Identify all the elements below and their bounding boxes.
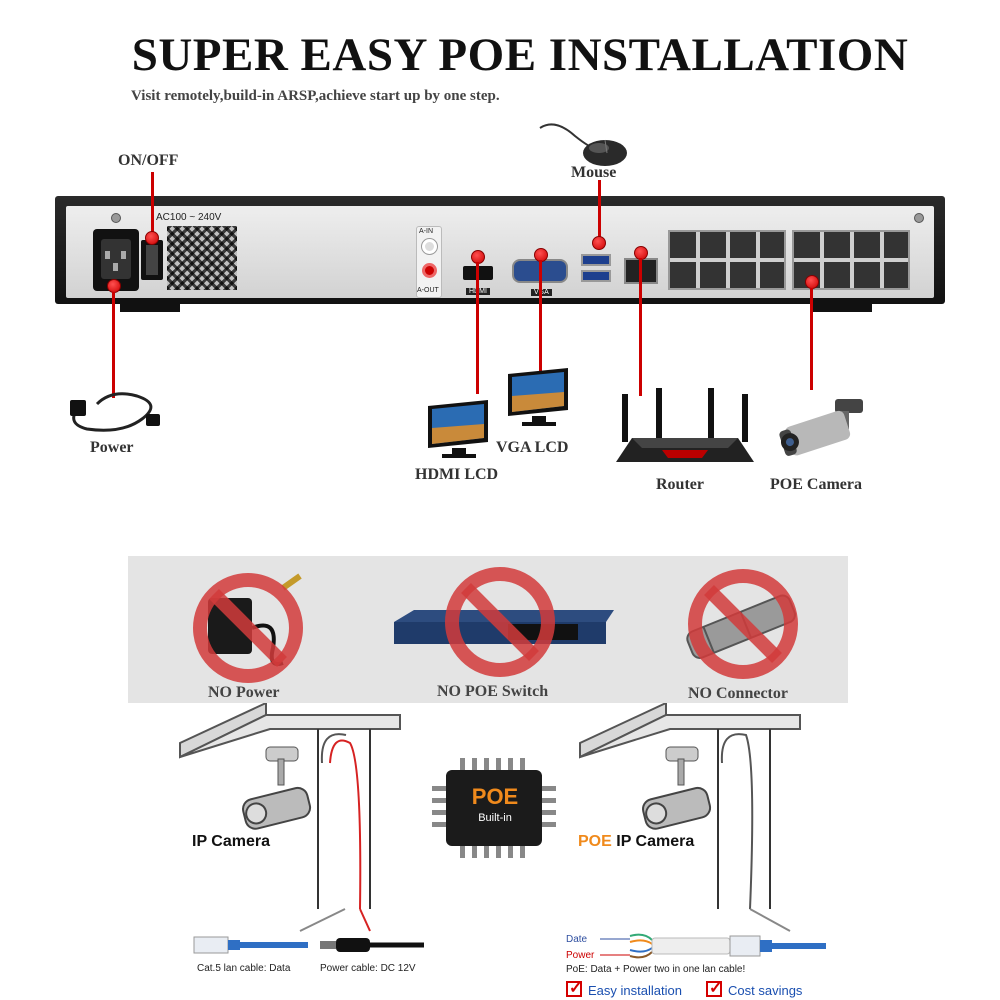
poe-chip-title: POE <box>471 784 519 809</box>
poe-note: PoE: Data + Power two in one lan cable! <box>566 964 746 975</box>
no-power-adapter-icon <box>193 573 303 683</box>
vga-lcd-label: VGA LCD <box>496 439 569 456</box>
router-icon <box>616 388 754 462</box>
usb-port-2 <box>581 270 611 282</box>
no-power-label: NO Power <box>208 684 280 701</box>
cost-savings-label: Cost savings <box>728 983 803 998</box>
poe-lan-cable-icon <box>600 933 826 959</box>
hdmi-lcd-label: HDMI LCD <box>415 466 499 483</box>
screw-icon <box>914 213 924 223</box>
checkbox-easy-installation: ✓ <box>566 980 582 997</box>
page-title: SUPER EASY POE INSTALLATION <box>131 29 909 81</box>
hdmi-monitor-icon <box>428 400 488 458</box>
poe-ip-camera-rest: IP Camera <box>611 833 695 850</box>
no-poe-switch-icon <box>394 567 614 677</box>
vent-grille <box>167 226 237 290</box>
power-rating: AC100 ~ 240V <box>156 212 222 223</box>
poe-ports-group-1 <box>668 230 786 290</box>
poe-camera-icon <box>779 399 863 456</box>
audio-out-label: A-OUT <box>417 287 439 294</box>
power-switch[interactable] <box>141 240 163 280</box>
poe-chip-subtitle: Built-in <box>478 812 512 824</box>
no-connector-icon <box>686 569 798 679</box>
mouse-label: Mouse <box>571 164 617 181</box>
power-label: Power <box>90 439 134 456</box>
no-connector-label: NO Connector <box>688 685 788 702</box>
screw-icon <box>111 213 121 223</box>
vga-monitor-icon <box>508 368 568 426</box>
easy-installation-label: Easy installation <box>588 983 682 998</box>
poe-ip-camera-installation-illustration <box>579 703 801 932</box>
power-cable-label: Power cable: DC 12V <box>320 963 416 974</box>
onoff-label: ON/OFF <box>118 152 179 169</box>
date-label: Date <box>566 934 588 945</box>
nvr-foot-left <box>120 300 180 312</box>
power-wire-label: Power <box>566 950 595 961</box>
lan-cable-icon <box>193 936 308 954</box>
checkbox-cost-savings: ✓ <box>706 980 722 997</box>
mouse-icon <box>539 123 627 166</box>
audio-ports: A-IN A-OUT <box>416 226 442 298</box>
power-cable-icon <box>70 392 160 432</box>
ip-camera-label: IP Camera <box>192 833 270 850</box>
page-subtitle: Visit remotely,build-in ARSP,achieve sta… <box>131 88 500 104</box>
usb-port-1 <box>581 254 611 266</box>
router-label: Router <box>656 476 704 493</box>
poe-camera-label: POE Camera <box>770 476 862 493</box>
no-poe-switch-label: NO POE Switch <box>437 683 549 700</box>
nvr-foot-right <box>812 300 872 312</box>
audio-in-label: A-IN <box>419 228 433 235</box>
poe-ip-camera-prefix: POE <box>578 833 612 850</box>
cat5-cable-label: Cat.5 lan cable: Data <box>197 963 291 974</box>
poe-ip-camera-label: POE IP Camera <box>578 833 694 851</box>
dc-power-cable-icon <box>320 938 424 952</box>
ip-camera-installation-illustration <box>179 703 401 932</box>
poe-chip-icon <box>432 758 556 858</box>
